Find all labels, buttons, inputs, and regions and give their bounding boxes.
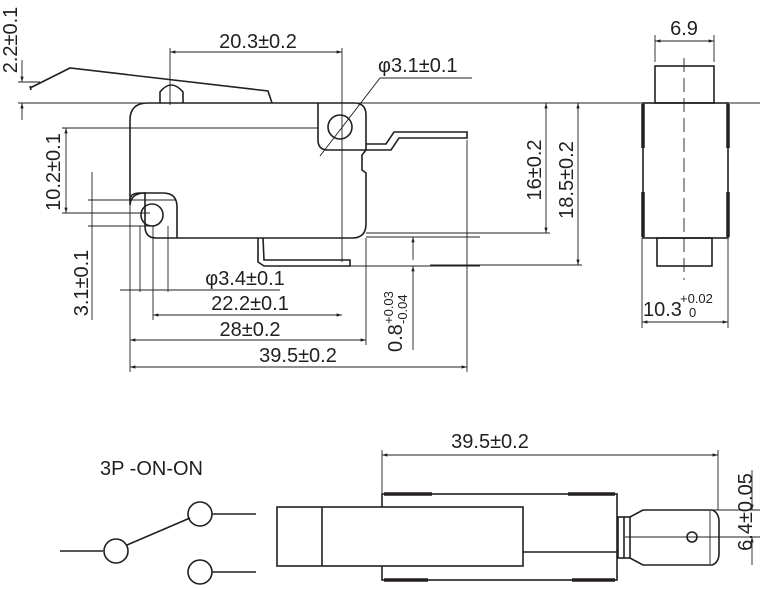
lever-arm <box>29 67 273 104</box>
dim-terminal-thickness: 0.8 +0.03 -0.04 <box>381 291 410 352</box>
upper-mount-hole <box>327 114 353 140</box>
bottom-view: 39.5±0.2 6.4±0.05 <box>276 431 760 582</box>
terminal-thickness-tol-minus: -0.04 <box>395 294 410 324</box>
dim-hole-spacing-vertical: 10.2±0.1 <box>43 133 65 211</box>
dim-lower-hole-diameter: φ3.4±0.1 <box>205 268 285 290</box>
common-contact-icon <box>103 538 129 564</box>
dim-lower-hole-offset: 3.1±0.1 <box>71 250 93 317</box>
lower-contact-icon <box>187 559 213 585</box>
switch-body <box>129 102 367 239</box>
switch-schematic: 3P -ON-ON <box>60 458 256 585</box>
dim-terminal-width: 6.4±0.05 <box>735 473 757 551</box>
common-terminal <box>366 131 468 151</box>
dim-body-width-tol-minus: 0 <box>689 305 696 320</box>
terminal-thickness-tol-plus: +0.03 <box>381 291 396 324</box>
dim-body-width: 10.3 <box>643 299 682 321</box>
terminal-thickness-value: 0.8 <box>385 324 407 352</box>
dim-body-length: 28±0.2 <box>219 319 280 341</box>
dim-bottom-overall-length: 39.5±0.2 <box>451 431 529 453</box>
upper-mount-boss <box>317 103 366 151</box>
bottom-terminal <box>257 237 351 267</box>
upper-contact-icon <box>187 501 213 527</box>
dim-plunger-to-hole: 20.3±0.2 <box>219 31 297 53</box>
lower-mount-hole <box>140 203 164 227</box>
schematic-label: 3P -ON-ON <box>100 458 203 480</box>
dim-upper-hole-diameter: φ3.1±0.1 <box>378 55 458 77</box>
front-view: 20.3±0.2 φ3.1±0.1 2.2±0.1 10.2±0.1 3.1±0… <box>0 7 760 372</box>
plunger <box>159 84 184 103</box>
mount-tab <box>129 192 178 238</box>
dim-top-width: 6.9 <box>670 18 698 40</box>
dim-hole-spacing-horizontal: 22.2±0.1 <box>211 293 289 315</box>
dim-lever-height: 2.2±0.1 <box>0 7 22 74</box>
side-view: 6.9 10.3 +0.02 0 <box>641 18 730 328</box>
dim-overall-height: 18.5±0.2 <box>556 141 578 219</box>
dim-overall-length: 39.5±0.2 <box>259 345 337 367</box>
dim-body-height: 16±0.2 <box>524 139 546 200</box>
dim-body-width-tol-plus: +0.02 <box>680 291 713 306</box>
